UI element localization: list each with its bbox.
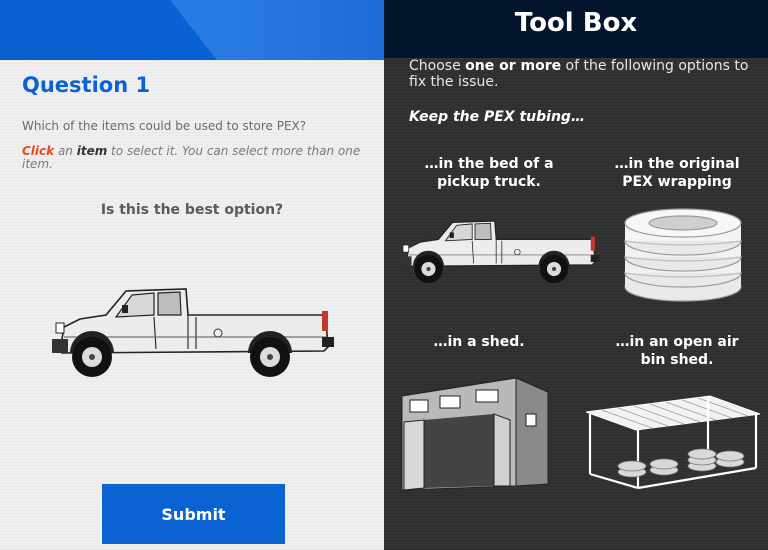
toolbox-header: Tool Box bbox=[384, 0, 768, 58]
toolbox-title: Tool Box bbox=[514, 8, 638, 38]
option-wrapping-label: …in the original PEX wrapping bbox=[582, 155, 768, 191]
option-shed-line1: …in a shed. bbox=[433, 334, 525, 350]
choose-instructions: Choose one or more of the following opti… bbox=[409, 58, 759, 90]
pex-coil-icon[interactable] bbox=[622, 203, 744, 303]
option-open-shed-line2: bin shed. bbox=[640, 352, 714, 368]
option-shed-label: …in a shed. bbox=[384, 333, 574, 351]
option-truck-line2: pickup truck. bbox=[437, 174, 541, 190]
option-truck-label: …in the bed of a pickup truck. bbox=[394, 155, 584, 191]
question-text: Which of the items could be used to stor… bbox=[22, 119, 307, 133]
toolbox-panel: Tool Box Choose one or more of the follo… bbox=[384, 0, 768, 550]
instructions-part1: an bbox=[54, 144, 77, 158]
question-banner bbox=[0, 0, 384, 60]
option-wrapping-line1: …in the original bbox=[614, 156, 740, 172]
instructions-part2: to select it. You can select more than o… bbox=[22, 144, 361, 171]
shed-icon[interactable] bbox=[398, 374, 552, 494]
choose-post: of the following options to fix the issu… bbox=[409, 58, 749, 90]
option-wrapping-line2: PEX wrapping bbox=[622, 174, 732, 190]
banner-shade bbox=[0, 0, 384, 60]
open-air-shed-icon[interactable] bbox=[582, 392, 764, 492]
submit-button[interactable]: Submit bbox=[102, 484, 285, 544]
option-truck-line1: …in the bed of a bbox=[424, 156, 554, 172]
option-open-shed-label: …in an open air bin shed. bbox=[582, 333, 768, 369]
choose-pre: Choose bbox=[409, 58, 466, 74]
keep-label: Keep the PEX tubing… bbox=[409, 109, 585, 125]
option-open-shed-line1: …in an open air bbox=[615, 334, 739, 350]
best-option-prompt: Is this the best option? bbox=[100, 202, 284, 218]
question-panel: Question 1 Which of the items could be u… bbox=[0, 0, 384, 550]
instructions-click: Click bbox=[22, 144, 55, 158]
pickup-truck-icon[interactable] bbox=[396, 212, 602, 288]
instructions: Click an item to select it. You can sele… bbox=[22, 145, 374, 171]
choose-bold: one or more bbox=[465, 58, 562, 74]
selected-pickup-truck-image bbox=[51, 288, 335, 378]
instructions-item: item bbox=[76, 144, 108, 158]
question-title: Question 1 bbox=[22, 73, 151, 97]
